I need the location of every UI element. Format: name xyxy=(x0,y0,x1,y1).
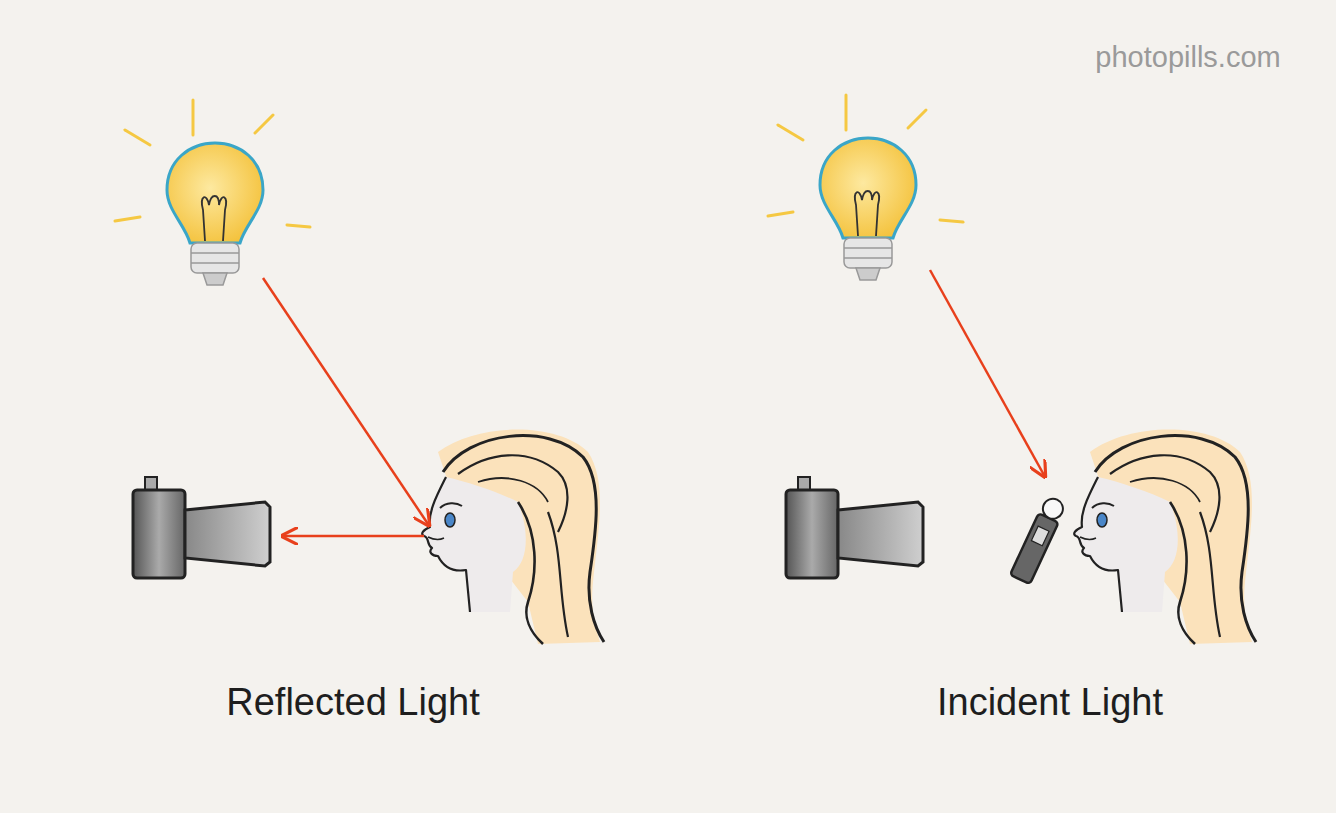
person xyxy=(1074,430,1256,645)
person xyxy=(422,430,604,645)
camera xyxy=(133,477,270,578)
light-ray xyxy=(284,535,424,538)
light-ray xyxy=(263,278,428,524)
watermark: photopills.com xyxy=(1095,40,1280,75)
panel-caption: Incident Light xyxy=(937,680,1163,726)
light-bulb xyxy=(115,100,310,285)
light-bulb xyxy=(768,95,963,280)
camera xyxy=(786,477,923,578)
panel-caption: Reflected Light xyxy=(226,680,480,726)
light-meter xyxy=(1010,495,1067,584)
light-ray xyxy=(930,270,1044,475)
